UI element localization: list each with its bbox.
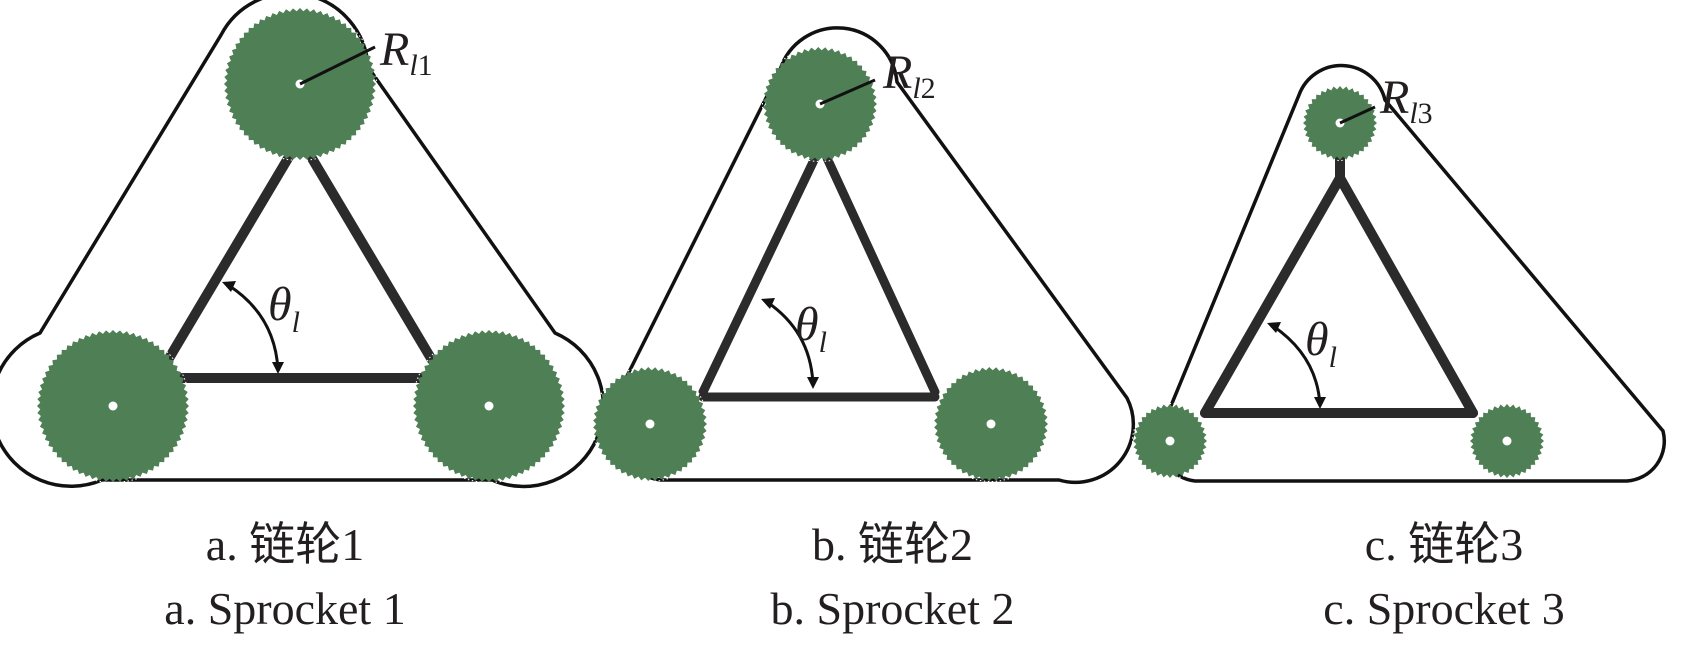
- sprocket-1-diagram: Rl1 θl: [0, 0, 606, 489]
- rod-left: [698, 153, 820, 397]
- rod-left: [163, 150, 295, 365]
- panel-sprocket-3: Rl3 θl c. 链轮3 c. Sprocket 3: [1132, 0, 1693, 645]
- caption-chinese: a. 链轮1: [205, 519, 365, 570]
- sprocket-pitch-ring: [592, 366, 708, 482]
- angle-arrowhead-bottom: [272, 362, 284, 374]
- angle-label: θl: [795, 298, 827, 359]
- radius-line: [819, 78, 876, 106]
- sprocket-pitch-ring: [412, 329, 566, 483]
- sprocket-2-diagram: Rl2 θl: [592, 26, 1136, 485]
- sprocket-hub-hole: [1502, 436, 1512, 446]
- sprocket-pitch-ring: [1469, 403, 1545, 479]
- sprocket-pitch-ring: [223, 7, 377, 161]
- angle-arc: [766, 300, 815, 386]
- sprocket-pitch-ring: [1302, 85, 1378, 161]
- frame-rods: [163, 150, 437, 383]
- sprocket-pitch-ring: [1132, 403, 1208, 479]
- sprocket-bottom-right: [1469, 403, 1545, 479]
- caption-english: a. Sprocket 1: [164, 583, 406, 634]
- sprocket-hub-hole: [108, 401, 118, 411]
- angle-arrowhead-top: [1267, 322, 1281, 333]
- sprocket-pitch-ring: [762, 46, 878, 162]
- panel-sprocket-1: Rl1 θl a. 链轮1 a. Sprocket 1: [0, 0, 606, 645]
- sprocket-hub-hole: [986, 419, 996, 429]
- radius-label: Rl2: [882, 46, 936, 105]
- sprocket-3-diagram: Rl3 θl: [1132, 63, 1667, 483]
- sprocket-pitch-ring: [933, 366, 1049, 482]
- angle-arrowhead-top: [761, 298, 775, 309]
- radius-line: [1339, 105, 1376, 125]
- sprocket-bottom-left: [592, 366, 708, 482]
- rod-right: [822, 153, 940, 397]
- sprocket-bottom-right: [412, 329, 566, 483]
- sprocket-bottom-left: [1132, 403, 1208, 479]
- sprocket-pitch-ring: [36, 329, 190, 483]
- frame-rods: [698, 153, 940, 402]
- chain-loop: [0, 0, 606, 489]
- panel-sprocket-2: Rl2 θl b. 链轮2 b. Sprocket 2: [592, 0, 1170, 645]
- angle-arrowhead-bottom: [1314, 397, 1326, 409]
- angle-arrowhead-top: [222, 281, 236, 292]
- sprocket-hub-hole: [1165, 436, 1175, 446]
- radius-label: Rl1: [379, 23, 433, 82]
- frame-rods: [1200, 151, 1478, 418]
- caption-chinese: c. 链轮3: [1364, 519, 1524, 570]
- angle-arrowhead-bottom: [807, 377, 819, 389]
- sprocket-hub-hole: [484, 401, 494, 411]
- angle-label: θl: [1305, 313, 1337, 374]
- radius-line: [299, 45, 376, 86]
- radius-label: Rl3: [1379, 71, 1433, 130]
- angle-arc: [227, 283, 280, 371]
- rod-left: [1200, 173, 1345, 418]
- caption-english: b. Sprocket 2: [770, 583, 1015, 634]
- rod-right: [305, 150, 437, 365]
- angle-label: θl: [268, 278, 300, 339]
- rod-right: [1335, 173, 1478, 418]
- caption-english: c. Sprocket 3: [1323, 583, 1565, 634]
- caption-chinese: b. 链轮2: [812, 519, 973, 570]
- sprocket-hub-hole: [645, 419, 655, 429]
- sprocket-bottom-right: [933, 366, 1049, 482]
- sprocket-bottom-left: [36, 329, 190, 483]
- angle-arc: [1272, 324, 1322, 406]
